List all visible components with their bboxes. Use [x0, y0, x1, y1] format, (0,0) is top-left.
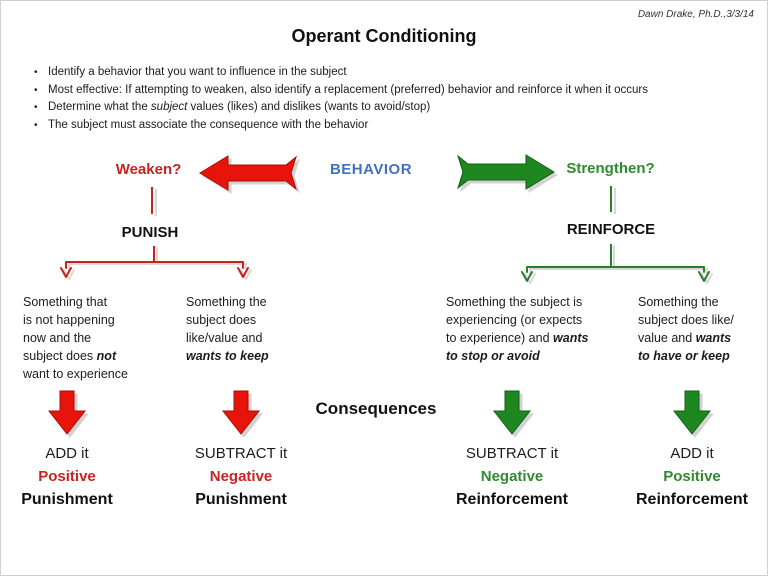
- page-title: Operant Conditioning: [291, 26, 477, 46]
- bullet-text: Most effective: If attempting to weaken,…: [48, 83, 649, 96]
- outcome-category: Punishment: [195, 491, 287, 508]
- strengthen-arrow-icon: [457, 154, 555, 190]
- bullet-text: Determine what the subject values (likes…: [48, 101, 431, 113]
- description-positive-punishment: Something that is not happening now and …: [23, 295, 128, 381]
- green-down-arrow-icon: [672, 390, 712, 435]
- green-down-arrow-icon: [492, 390, 532, 435]
- bullet-dot-icon: •: [34, 67, 38, 78]
- bullet-item: • Most effective: If attempting to weaken…: [34, 82, 757, 100]
- outcome-valence: Negative: [209, 468, 273, 485]
- outcome-action: ADD it: [45, 445, 89, 462]
- bullet-item: • The subject must associate the conseque…: [34, 117, 757, 135]
- intro-bullet-list: • Identify a behavior that you want to in…: [34, 64, 757, 134]
- bullet-text: The subject must associate the consequen…: [48, 118, 369, 131]
- author-attribution: Dawn Drake, Ph.D.,3/3/14: [637, 9, 754, 20]
- outcome-action: ADD it: [670, 445, 714, 462]
- punish-heading: PUNISH: [121, 224, 179, 241]
- outcome-category: Punishment: [21, 491, 113, 508]
- outcome-action: SUBTRACT it: [465, 445, 559, 462]
- strengthen-to-reinforce-connector: [610, 186, 612, 212]
- weaken-to-punish-connector: [151, 187, 153, 214]
- description-negative-reinforcement: Something the subject is experiencing (o…: [446, 295, 589, 363]
- bullet-item: • Identify a behavior that you want to in…: [34, 64, 757, 82]
- outcome-valence: Positive: [663, 468, 721, 485]
- bullet-item: • Determine what the subject values (like…: [34, 99, 757, 117]
- outcome-valence: Negative: [480, 468, 544, 485]
- reinforce-heading: REINFORCE: [566, 221, 656, 238]
- red-down-arrow-icon: [221, 390, 261, 435]
- outcome-positive-punishment: ADD it Positive Punishment: [1, 442, 137, 512]
- outcome-category: Reinforcement: [455, 491, 569, 508]
- description-positive-reinforcement: Something the subject does like/ value a…: [638, 295, 734, 363]
- description-negative-punishment: Something the subject does like/value an…: [186, 295, 269, 363]
- weaken-label: Weaken?: [115, 161, 182, 178]
- outcome-action: SUBTRACT it: [194, 445, 288, 462]
- punish-branch-connector: [60, 246, 252, 280]
- weaken-arrow-icon: [199, 155, 297, 191]
- reinforce-branch-connector: [521, 244, 713, 284]
- outcome-positive-reinforcement: ADD it Positive Reinforcement: [617, 442, 767, 512]
- consequences-label: Consequences: [315, 399, 437, 418]
- strengthen-label: Strengthen?: [566, 160, 655, 177]
- outcome-negative-reinforcement: SUBTRACT it Negative Reinforcement: [437, 442, 587, 512]
- behavior-label: BEHAVIOR: [329, 161, 413, 178]
- bullet-dot-icon: •: [34, 102, 38, 113]
- outcome-category: Reinforcement: [635, 491, 749, 508]
- bullet-text: Identify a behavior that you want to inf…: [48, 66, 347, 78]
- outcome-valence: Positive: [38, 468, 96, 485]
- bullet-dot-icon: •: [34, 119, 38, 131]
- red-down-arrow-icon: [47, 390, 87, 435]
- bullet-dot-icon: •: [34, 84, 38, 96]
- outcome-negative-punishment: SUBTRACT it Negative Punishment: [166, 442, 316, 512]
